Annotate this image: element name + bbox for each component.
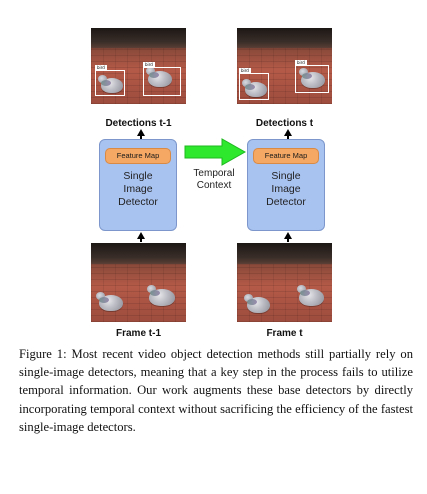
detector-line-3: Detector <box>266 196 306 208</box>
detector-line-2: Image <box>123 183 153 195</box>
temporal-context-label: Temporal Context <box>183 168 245 192</box>
feature-map-left: Feature Map <box>105 148 171 164</box>
detections-t-minus-1-image: bird bird <box>91 28 186 104</box>
up-arrow-icon <box>284 129 292 136</box>
detection-box: bird <box>239 68 269 100</box>
detection-box: bird <box>95 65 125 96</box>
temporal-context-arrow-icon <box>184 138 246 166</box>
detections-t-image: bird bird <box>237 28 332 104</box>
detection-box: bird <box>143 62 181 96</box>
temporal-line-2: Context <box>196 180 232 191</box>
detector-line-3: Detector <box>118 196 158 208</box>
feature-map-right: Feature Map <box>253 148 319 164</box>
detections-t-minus-1-label: Detections t-1 <box>105 118 172 129</box>
single-image-detector-left: Feature Map Single Image Detector <box>99 139 177 231</box>
up-arrow-icon <box>284 232 292 239</box>
frame-t-label: Frame t <box>266 328 303 339</box>
figure-caption: Figure 1: Most recent video object detec… <box>19 347 413 434</box>
detector-line-1: Single <box>123 170 153 182</box>
frame-t-minus-1-image <box>91 243 186 322</box>
detection-box: bird <box>295 60 329 93</box>
frame-t-image <box>237 243 332 322</box>
detector-line-2: Image <box>271 183 301 195</box>
up-arrow-icon <box>137 129 145 136</box>
temporal-line-1: Temporal <box>193 168 235 179</box>
frame-t-minus-1-label: Frame t-1 <box>115 328 161 339</box>
up-arrow-icon <box>137 232 145 239</box>
detector-line-1: Single <box>271 170 301 182</box>
detections-t-label: Detections t <box>255 118 314 129</box>
single-image-detector-right: Feature Map Single Image Detector <box>247 139 325 231</box>
